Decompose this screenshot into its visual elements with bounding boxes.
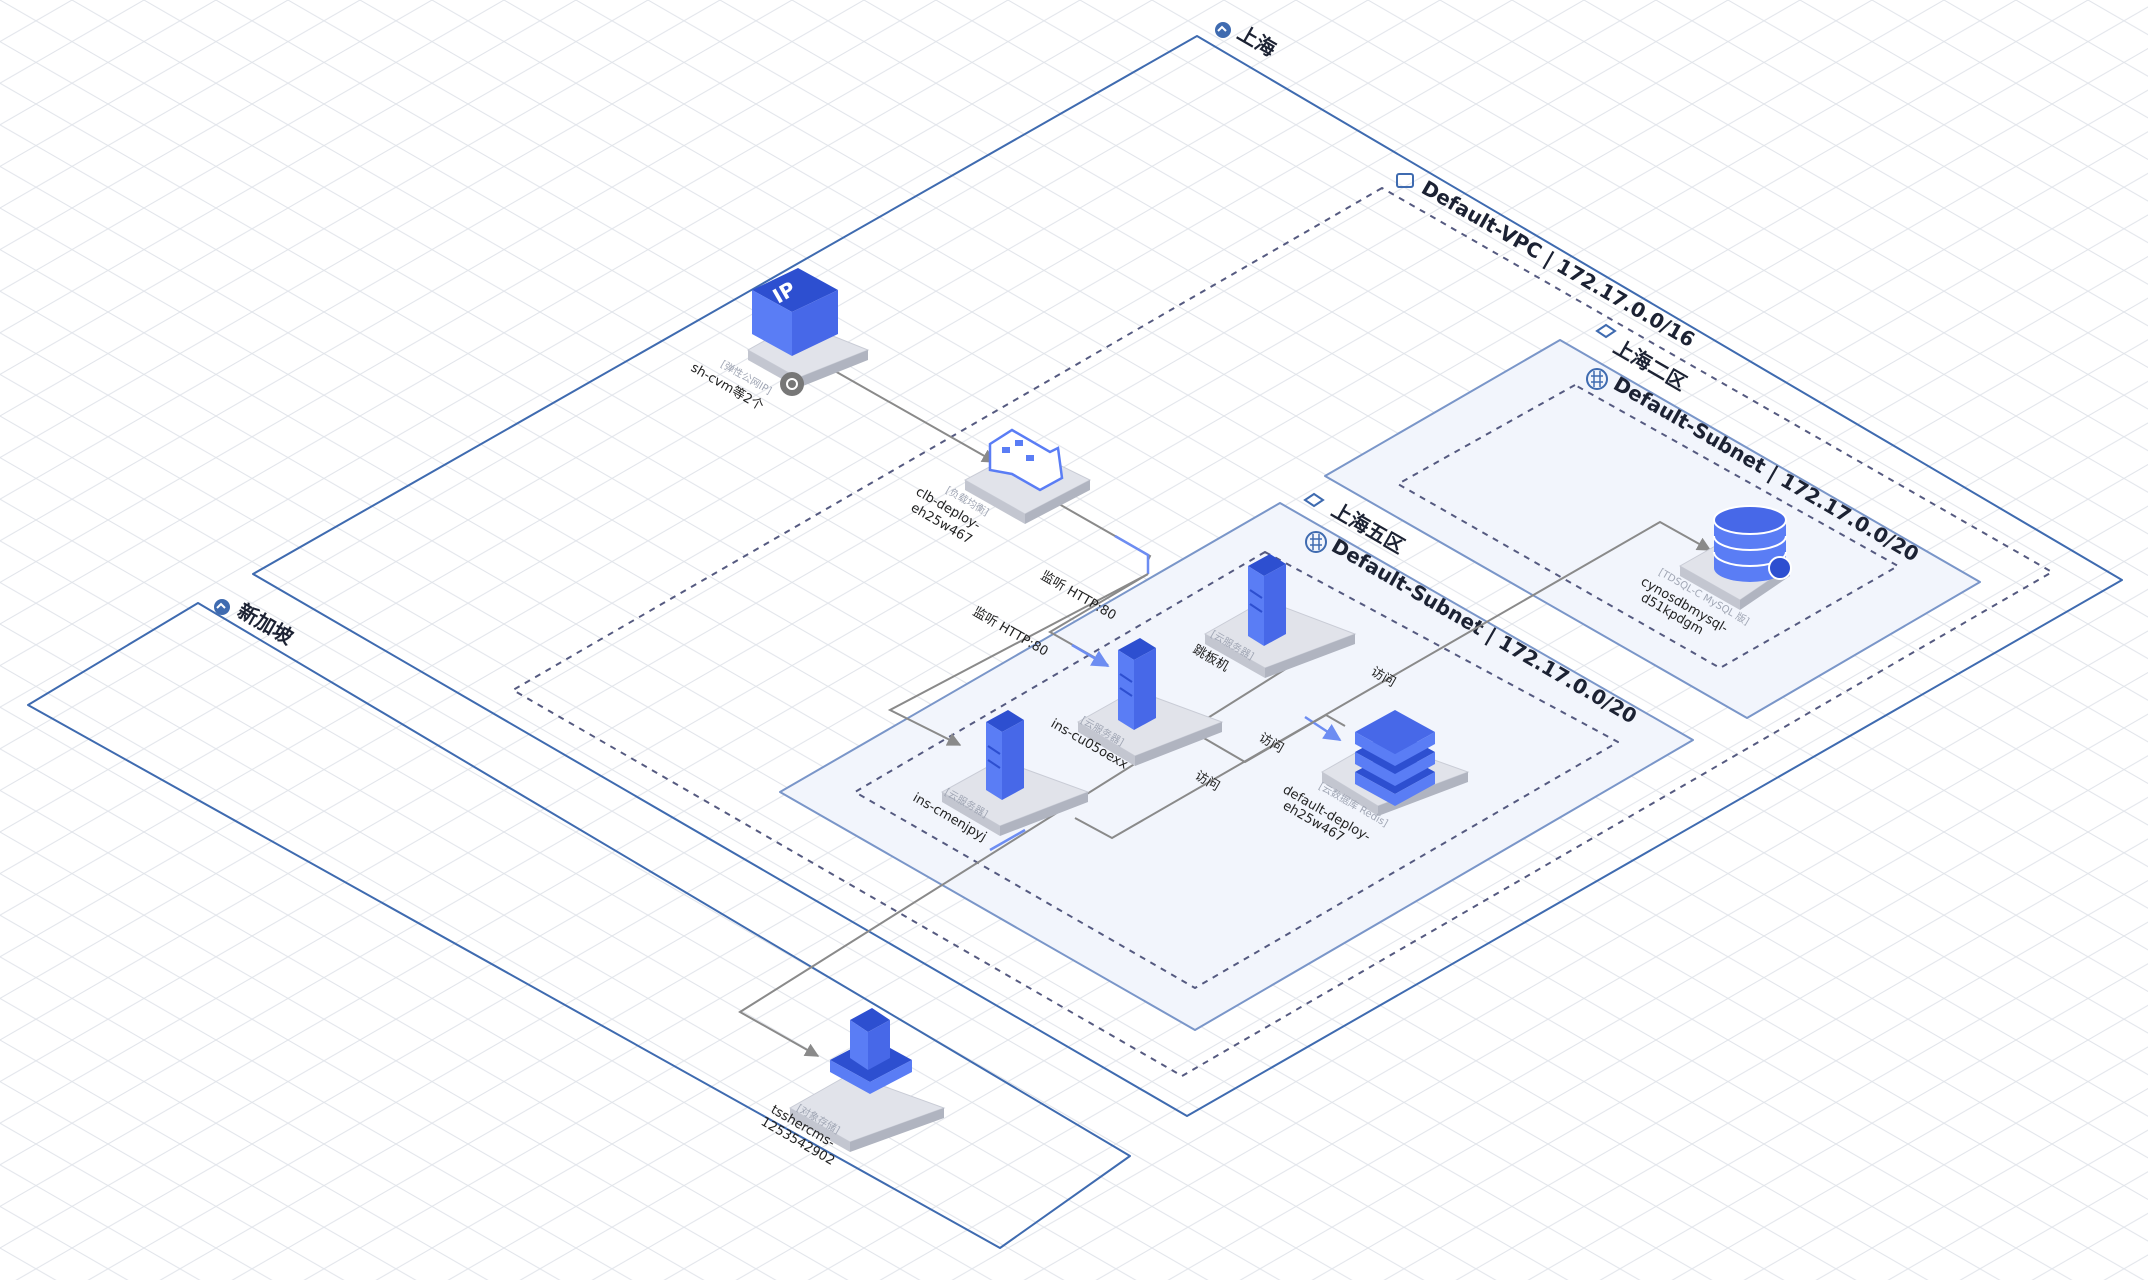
region-icon-glyph xyxy=(1217,25,1227,32)
region-icon-glyph xyxy=(216,602,226,609)
edge-left-mysql[interactable] xyxy=(1074,520,1712,840)
node-body-right xyxy=(1134,648,1156,730)
node-cos[interactable]: [对象存储] tsshercms- 1253542902 xyxy=(758,1008,946,1169)
node-base-side xyxy=(1680,566,1740,610)
server-slot xyxy=(1249,589,1263,599)
clb-port xyxy=(1015,440,1023,446)
server-slot xyxy=(1249,603,1263,613)
cos-base-front xyxy=(830,1060,912,1094)
redis-layer-1-front xyxy=(1355,732,1435,766)
node-base-side xyxy=(1205,634,1265,678)
edge-eip-clb[interactable] xyxy=(825,365,997,463)
db-band xyxy=(1713,535,1787,551)
node-body-top xyxy=(986,710,1024,732)
node-base-side xyxy=(965,480,1025,524)
node-body-front xyxy=(1248,566,1264,646)
edge-left-cos-blue[interactable] xyxy=(989,828,1026,852)
node-body-right xyxy=(1002,720,1024,800)
node-body-top xyxy=(752,268,838,312)
zone-icon xyxy=(1303,492,1325,508)
db-badge-icon xyxy=(1768,556,1792,580)
edges xyxy=(738,365,1712,1057)
edge-left-cos[interactable] xyxy=(738,659,1301,1057)
clb-port xyxy=(1002,447,1010,453)
node-base-side xyxy=(1135,722,1222,766)
node-base-side xyxy=(790,1108,850,1152)
region-singapore[interactable] xyxy=(27,602,1131,1249)
subnet-shanghai-5[interactable] xyxy=(854,551,1619,989)
db-cylinder-top xyxy=(1713,505,1787,535)
clb-port xyxy=(1026,455,1034,461)
cos-tower-right xyxy=(868,1020,890,1070)
cos-tower-top xyxy=(850,1008,890,1032)
cos-tower-front xyxy=(850,1020,868,1070)
node-base-side xyxy=(1378,772,1468,816)
node-body-right xyxy=(1264,564,1286,646)
node-body-top xyxy=(1118,638,1156,660)
node-base-side xyxy=(850,1108,944,1152)
subnet-icon-glyph xyxy=(1591,371,1603,387)
vpc-boundary[interactable] xyxy=(512,187,2053,1077)
subnet-shanghai-2[interactable] xyxy=(1397,384,1899,669)
edge-mid-redis-blue[interactable] xyxy=(1304,715,1342,742)
zone-shanghai-2[interactable] xyxy=(1324,339,1981,719)
node-base-side xyxy=(1322,772,1378,816)
vpc-icon xyxy=(1396,173,1414,188)
node-base-side xyxy=(1025,480,1090,524)
server-slot xyxy=(1119,687,1133,697)
node-body-front xyxy=(1118,650,1134,730)
subnet-icon-glyph xyxy=(1310,534,1322,550)
node-cvm-left[interactable]: [云服务器] ins-cmenjpyj xyxy=(910,710,1090,845)
node-body-front xyxy=(986,722,1002,800)
server-slot xyxy=(1119,673,1133,683)
edge-clb-cvm-left[interactable] xyxy=(887,573,1149,746)
node-body-top xyxy=(1248,554,1286,576)
node-base-side xyxy=(798,350,868,388)
edge-listen-to-mid-blue[interactable] xyxy=(1071,643,1110,668)
subnet-icon xyxy=(1586,368,1608,390)
node-base-side xyxy=(1265,634,1355,678)
node-base-side xyxy=(1078,722,1135,766)
region-icon xyxy=(214,599,230,615)
zone-icon xyxy=(1595,323,1617,339)
region-icon xyxy=(1215,22,1231,38)
link-badge-ring xyxy=(786,378,798,390)
region-shanghai[interactable] xyxy=(252,35,2123,1117)
node-base-side xyxy=(1000,792,1088,836)
node-body-right xyxy=(792,290,838,356)
subnet-icon xyxy=(1305,531,1327,553)
link-badge-icon xyxy=(780,372,804,396)
redis-layer-3-front xyxy=(1355,772,1435,806)
node-base-side xyxy=(942,792,1000,836)
redis-layer-2-front xyxy=(1355,752,1435,786)
server-slot xyxy=(987,759,1001,769)
server-slot xyxy=(987,745,1001,755)
edge-clb-cvm-mid-blue[interactable] xyxy=(1114,534,1150,574)
node-body-front xyxy=(752,290,792,356)
